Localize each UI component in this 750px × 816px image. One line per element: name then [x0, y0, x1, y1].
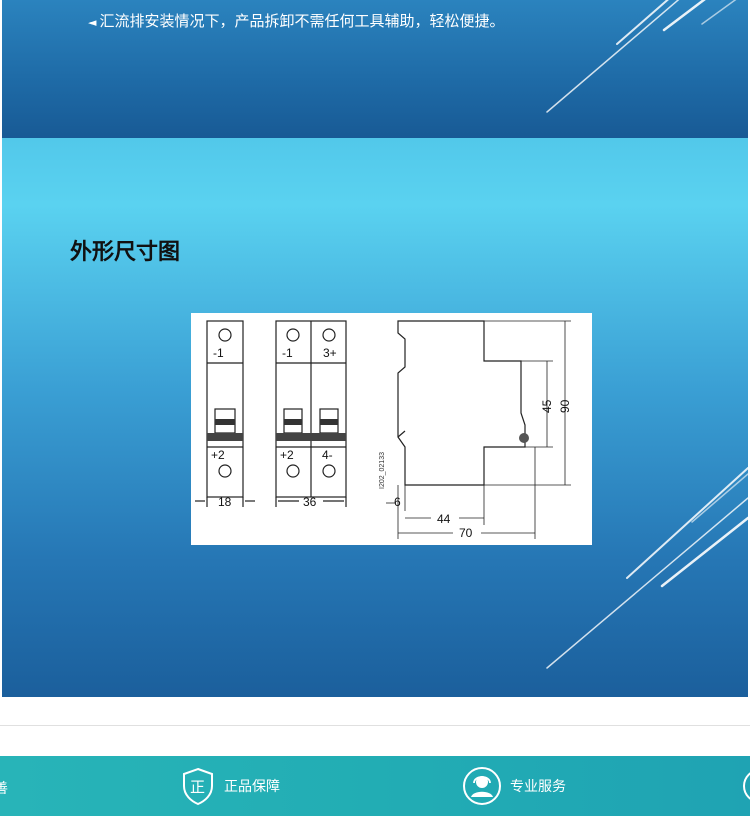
pole2-top-left-label: -1	[282, 346, 293, 360]
pole2-bottom-left-label: +2	[280, 448, 294, 462]
pole1-top-label: -1	[213, 346, 224, 360]
pole2-top-right-label: 3+	[323, 346, 337, 360]
pole2-bottom-right-label: 4-	[322, 448, 333, 462]
feature-description: ◄汇流排安装情况下，产品拆卸不需任何工具辅助，轻松便捷。	[88, 10, 504, 34]
shield-zheng-icon: 正	[183, 767, 213, 806]
side-dim-44: 44	[437, 512, 451, 526]
feature-text: 汇流排安装情况下，产品拆卸不需任何工具辅助，轻松便捷。	[99, 12, 505, 30]
dimension-diagram: -1 +2 18 -1 3+ +2 4- 36	[191, 313, 592, 545]
footer-service-bar: 善 正 正品保障 专业服务	[0, 756, 750, 816]
pole2-width-label: 36	[303, 495, 317, 509]
shield-icon-char: 正	[190, 778, 205, 796]
footer-item-label: 正品保障	[224, 779, 280, 795]
side-dim-90: 90	[558, 399, 572, 413]
pole1-width-label: 18	[218, 495, 232, 509]
side-dim-70: 70	[459, 526, 473, 540]
footer-edge-text: 善	[0, 781, 8, 797]
footer-item-label: 专业服务	[510, 779, 566, 795]
side-dim-45: 45	[540, 399, 554, 413]
service-person-icon	[463, 767, 501, 805]
side-view-code: I202_02133	[379, 452, 386, 489]
single-pole-front-view: -1 +2 18	[195, 320, 255, 509]
top-banner: ◄汇流排安装情况下，产品拆卸不需任何工具辅助，轻松便捷。	[2, 0, 748, 138]
double-pole-front-view: -1 3+ +2 4- 36	[275, 320, 347, 509]
side-profile-view: I202_02133 45 90 6 44 70	[379, 320, 572, 540]
partial-edge-icon	[743, 772, 750, 800]
footer-divider	[0, 725, 750, 726]
footer-item-service[interactable]: 专业服务	[462, 756, 566, 816]
side-dim-6: 6	[394, 495, 401, 509]
section-title: 外形尺寸图	[70, 240, 181, 265]
bullet-arrow-icon: ◄	[88, 16, 97, 29]
footer-item-genuine[interactable]: 正 正品保障	[180, 756, 280, 816]
pole1-bottom-label: +2	[211, 448, 225, 462]
